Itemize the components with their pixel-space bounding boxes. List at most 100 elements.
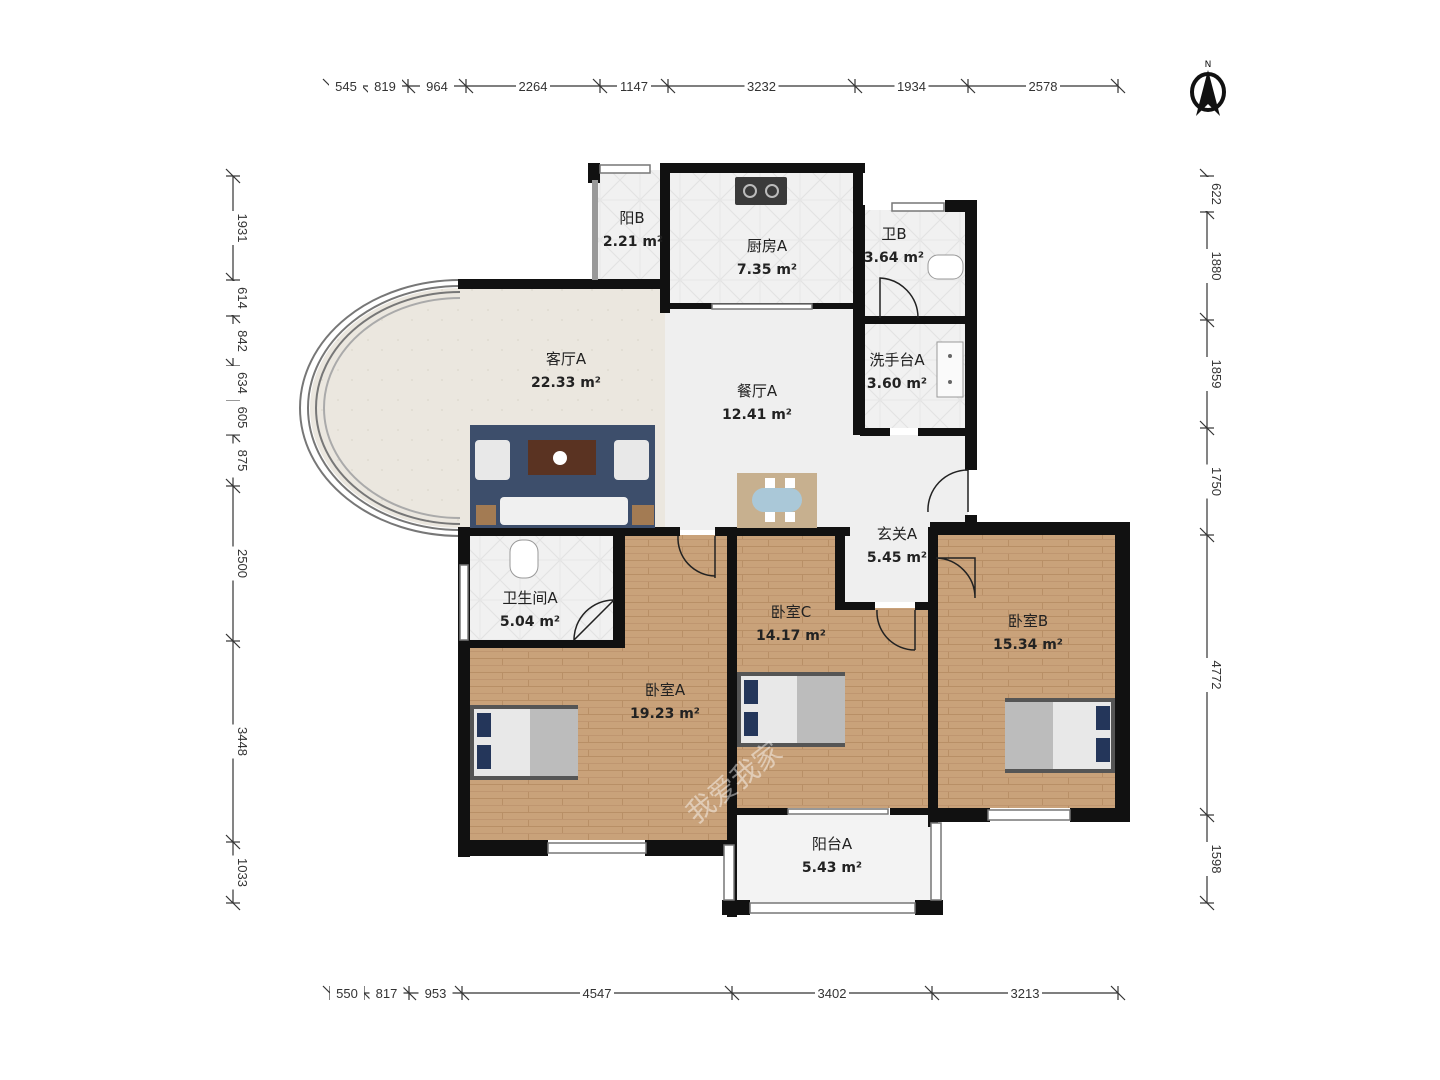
stove-icon [735,177,787,205]
fixtures [509,177,964,579]
dimension-label: 1880 [1209,252,1224,281]
bed-a [470,705,578,780]
dimension-label-bg [894,78,929,94]
dimension-label-bg [418,985,453,1001]
floor-living-bay [310,288,460,528]
room-name: 洗手台A [869,351,925,369]
room-area: 19.23 m² [630,706,700,722]
room-area: 5.45 m² [867,550,927,566]
dimension-label-bg [225,724,241,759]
dimension-label: 634 [235,372,250,394]
dimension-label: 817 [376,986,398,1001]
sofa-set [470,425,655,528]
dimension-label-bg [516,78,550,94]
room-name: 客厅A [546,350,587,368]
toilet-icon [509,539,539,579]
dimension-label: 3232 [747,79,776,94]
dimension-label-bg [225,400,241,435]
floor-foyer-a [842,435,968,602]
dimension-label-bg [330,985,364,1001]
compass-icon: N [1190,60,1226,116]
room-name: 玄关A [877,525,918,543]
dimension-label: 2500 [235,549,250,578]
dimension-label: 842 [235,330,250,352]
dimension-label: 605 [235,407,250,429]
dimension-label: 614 [235,287,250,309]
dimension-label-bg [1199,177,1215,211]
dimension-label: 4772 [1209,661,1224,690]
room-area: 22.33 m² [531,375,601,391]
dimension-label: 622 [1209,183,1224,205]
dimension-label-bg [225,366,241,400]
room-area: 7.35 m² [737,262,797,278]
room-area: 5.04 m² [500,614,560,630]
room-area: 15.34 m² [993,637,1063,653]
dimension-label-bg [1199,842,1215,876]
room-area: 14.17 m² [756,628,826,644]
room-labels: 阳B 2.21 m² 厨房A 7.35 m² 卫B 3.64 m² 客厅A 22… [500,209,1063,876]
dimension-label-bg [225,546,241,581]
dimension-label-bg [580,985,614,1001]
dimension-label-bg [1199,249,1215,283]
dimension-label: 1147 [620,79,648,94]
windows [459,164,1071,914]
bed-c [737,672,845,747]
room-name: 卧室C [771,603,811,621]
room-name: 卧室A [645,681,686,699]
dimension-label-bg [225,211,241,245]
dimension-label-bg [369,985,404,1001]
bay-window-arcs [299,279,461,537]
dimension-label-bg [420,78,454,94]
dimension-label: 1931 [235,214,250,243]
floor-balcony-a [736,815,931,905]
dimension-label: 545 [335,79,357,94]
dimension-label: 2264 [519,79,548,94]
dimension-label: 550 [336,986,358,1001]
dimension-label: 1859 [1209,360,1224,389]
dimension-label: 3402 [818,986,847,1001]
dimension-label-bg [225,443,241,478]
dimension-label: 819 [374,79,396,94]
room-area: 3.60 m² [867,376,927,392]
compass-label: N [1205,60,1212,70]
room-name: 卧室B [1008,612,1048,630]
dimension-bottom: 550 817 953 4547 3402 3213 [322,985,1126,1001]
dimension-label: 1033 [235,858,250,887]
bed-b [1005,698,1115,773]
dimension-label: 1750 [1209,467,1224,496]
dining-table [737,473,817,528]
room-area: 12.41 m² [722,407,792,423]
dimension-label-bg [1008,985,1042,1001]
dimension-label: 1598 [1209,845,1224,874]
doors [573,277,976,651]
dimension-label: 953 [425,986,447,1001]
dimension-label: 2578 [1029,79,1058,94]
dimension-label-bg [225,855,241,890]
dimension-label-bg [1199,464,1215,499]
room-name: 阳台A [812,835,853,853]
room-name: 阳B [619,209,644,227]
dimension-label-bg [368,78,402,94]
dimension-label: 1934 [897,79,926,94]
room-area: 2.21 m² [603,234,663,250]
room-area: 3.64 m² [864,250,924,266]
dimension-label-bg [329,78,363,94]
room-name: 厨房A [747,237,788,255]
toilet-icon [927,254,964,280]
dimension-label-bg [225,324,241,358]
room-name: 餐厅A [737,382,778,400]
dimension-label-bg [815,985,849,1001]
dimension-label-bg [1026,78,1060,94]
dimension-label: 3448 [235,727,250,756]
dimension-label-bg [225,281,241,315]
room-name: 卫B [881,225,906,243]
dimension-label: 4547 [583,986,612,1001]
dimension-right: 622 1880 1859 1750 4772 1598 [1199,168,1224,911]
dimension-label: 3213 [1011,986,1040,1001]
dimension-label-bg [1199,658,1215,692]
dimension-label: 875 [235,450,250,472]
dimension-label-bg [1199,357,1215,391]
sink-icon [936,341,964,398]
